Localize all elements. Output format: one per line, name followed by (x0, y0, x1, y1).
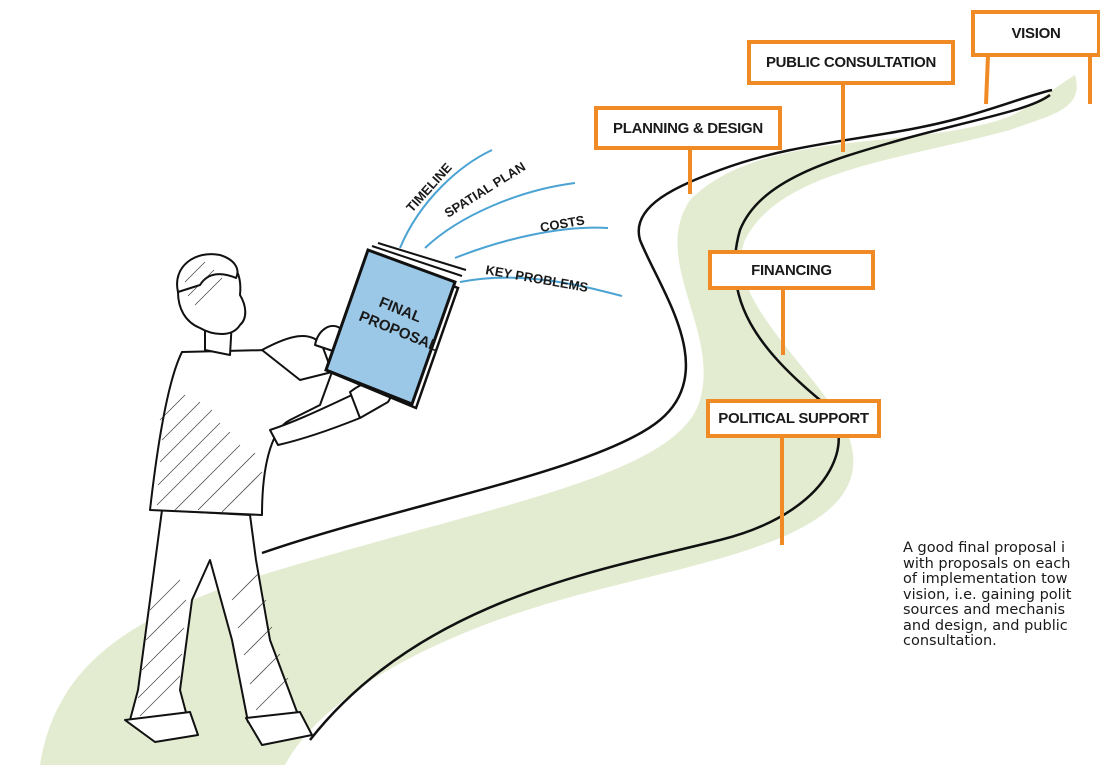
stream-timeline (399, 149, 493, 249)
sign-financing-label: FINANCING (751, 261, 832, 279)
road-edge-right (309, 93, 1051, 741)
sign-planning-design: PLANNING & DESIGN (594, 106, 782, 150)
stream-spatial-plan (424, 182, 576, 249)
caption-line: sources and mechanis (903, 602, 1066, 618)
person-legs (129, 509, 301, 723)
sign-posts (688, 54, 1092, 545)
book-cover (324, 248, 457, 406)
sign-political-support: POLITICAL SUPPORT (706, 399, 881, 438)
caption-line: and design, and public (903, 617, 1068, 634)
sign-vision-label: VISION (1011, 25, 1061, 42)
stream-label-key-problems: KEY PROBLEMS (484, 262, 589, 295)
sign-political-support-label: POLITICAL SUPPORT (718, 410, 869, 427)
person-hair (176, 253, 239, 293)
person-figure (124, 253, 399, 746)
caption-line: of implementation tow (903, 571, 1068, 587)
road-surface (40, 75, 1077, 765)
caption-line: vision, i.e. gaining polit (903, 586, 1072, 603)
stream-label-spatial-plan: SPATIAL PLAN (442, 159, 528, 221)
stream-key-problems (459, 276, 623, 297)
sign-public-consultation-label: PUBLIC CONSULTATION (765, 54, 937, 71)
sign-planning-design-label: PLANNING & DESIGN (613, 119, 763, 137)
sign-financing: FINANCING (708, 250, 875, 290)
caption-line: with proposals on each (903, 555, 1071, 572)
road-edge-left (261, 88, 1053, 555)
caption-line: A good final proposal i (903, 541, 1066, 556)
idea-streams (399, 149, 623, 297)
sign-vision: VISION (971, 10, 1100, 57)
sketch-hatching (137, 261, 289, 717)
stream-costs (454, 226, 609, 259)
sign-public-consultation: PUBLIC CONSULTATION (747, 40, 955, 85)
person-torso (149, 349, 333, 516)
final-proposal-book: FINAL PROPOSAL (324, 242, 467, 410)
caption-line: consultation. (903, 633, 997, 649)
stream-label-costs: COSTS (539, 212, 586, 235)
